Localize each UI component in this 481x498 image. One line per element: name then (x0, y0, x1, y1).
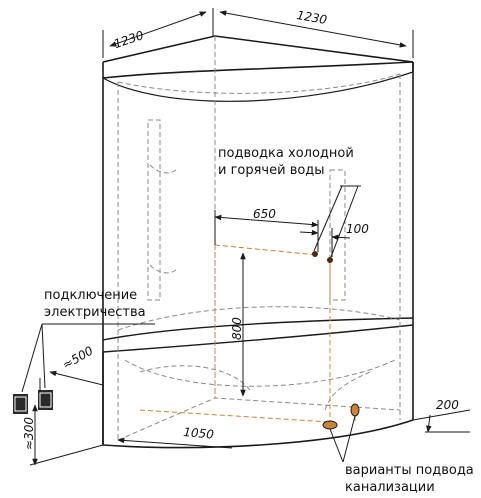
dim-300: ≈300 (22, 417, 36, 450)
drain (322, 403, 360, 463)
side-dimension (412, 409, 471, 433)
dim-200: 200 (436, 398, 459, 412)
electric-label: подключение электричества (44, 287, 146, 321)
electric-label-line1: подключение (44, 288, 138, 303)
electric-label-line2: электричества (44, 305, 146, 320)
water-supply-label-line1: подводка холодной (218, 146, 354, 161)
drain-label-line2: канализации (345, 480, 435, 495)
dim-650: 650 (253, 207, 276, 221)
base-dimension (117, 437, 233, 449)
top-dimension-lines (102, 8, 414, 58)
drain-label: варианты подвода канализации (345, 462, 474, 496)
dim-100: 100 (346, 222, 369, 236)
electrical-connection (13, 323, 155, 466)
dim-800: 800 (230, 317, 244, 340)
water-supply-label-line2: и горячей воды (218, 163, 325, 178)
dim-1050: 1050 (182, 425, 215, 442)
water-supply-label: подводка холодной и горячей воды (218, 145, 354, 179)
drain-label-line1: варианты подвода (345, 463, 474, 478)
water-supply (214, 185, 361, 263)
